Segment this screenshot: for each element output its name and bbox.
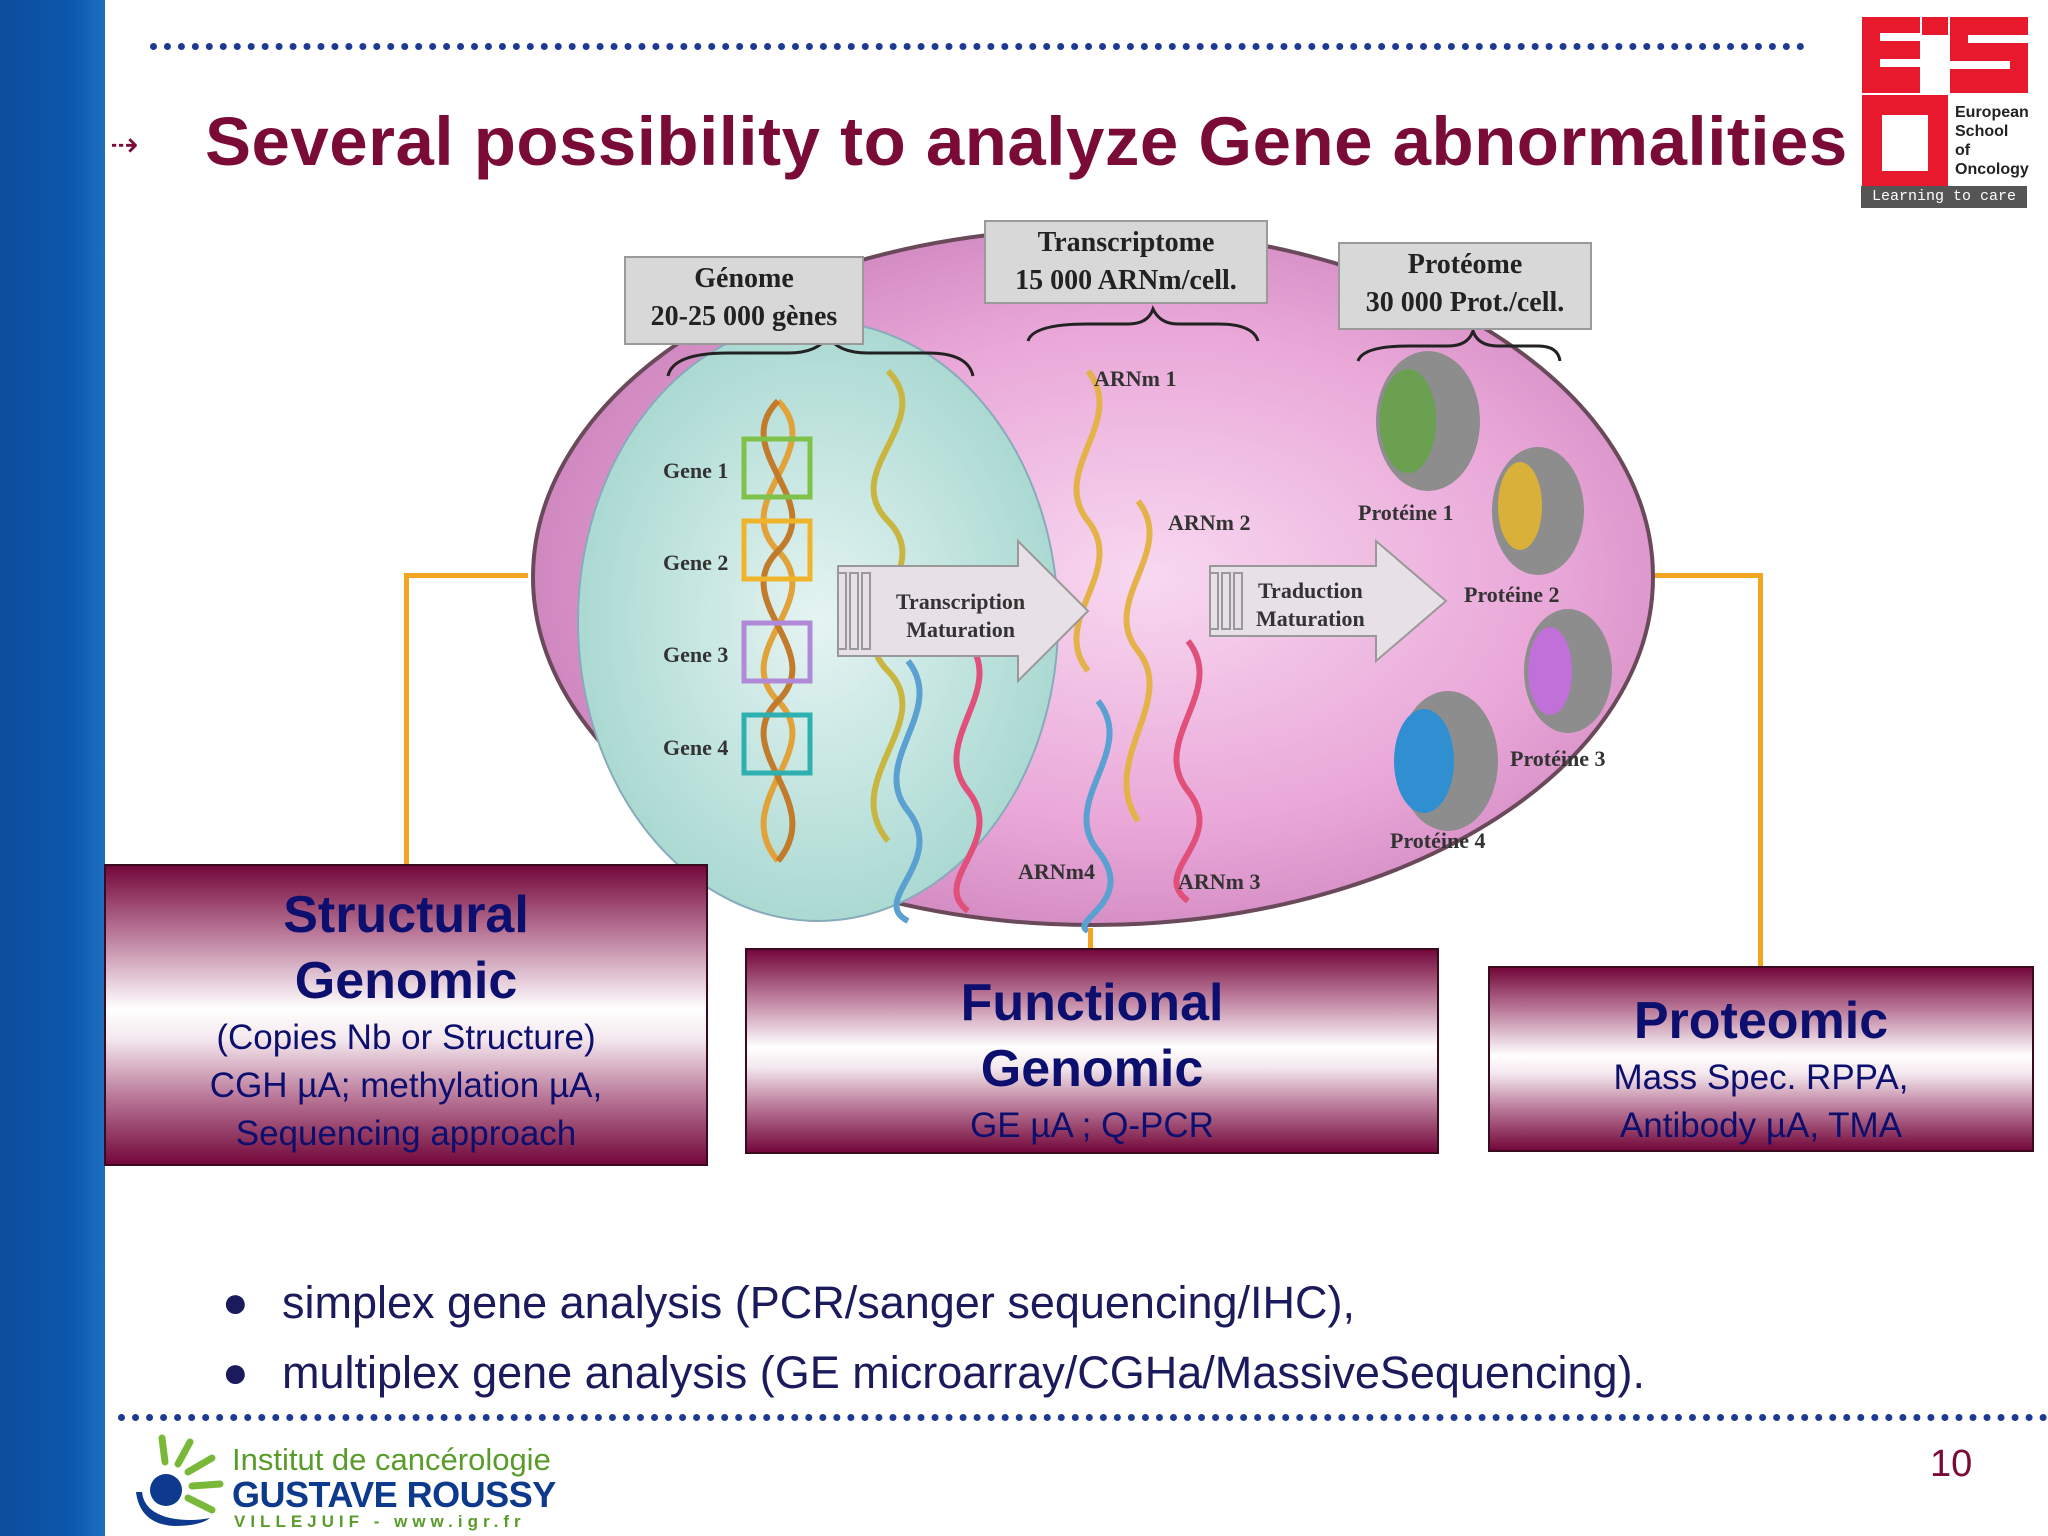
eso-tagline: Learning to care [1861,186,2027,208]
translation-step-line1: Traduction [1258,578,1363,603]
structural-sub-2: CGH µA; methylation µA, [209,1066,603,1105]
genome-label-line2: 20-25 000 gènes [650,301,838,332]
igr-logo-line1: Institut de cancérologie [232,1442,551,1477]
structural-title-1: Structural [283,886,529,944]
bottom-dotted-divider [118,1414,2048,1421]
page-number: 10 [1930,1443,1973,1485]
bullet-dot: ● [222,1278,249,1327]
functional-title-2: Genomic [980,1040,1204,1098]
eso-line-school: School [1955,123,2009,140]
translation-step-label: Traduction Maturation [1256,577,1365,633]
proteome-label-line2: 30 000 Prot./cell. [1365,287,1565,318]
structural-title-2: Genomic [294,952,518,1010]
connector-proteomic-h [1655,573,1763,578]
translation-step-line2: Maturation [1256,606,1365,631]
mrna-label-2: ARNm 2 [1168,510,1251,535]
top-dotted-divider [150,43,1805,50]
protein-label-4: Protéine 4 [1390,828,1486,853]
gene-label-1: Gene 1 [663,458,729,483]
genome-label-box: Génome 20-25 000 gènes [624,256,864,345]
protein-label-2: Protéine 2 [1464,582,1560,607]
gene-label-2: Gene 2 [663,550,729,575]
eso-line-oncology: Oncology [1955,161,2029,178]
bullet-item: ● simplex gene analysis (PCR/sanger seque… [210,1268,1645,1338]
proteomic-sub-1: Mass Spec. RPPA, [1613,1058,1909,1097]
cell-illustration [531,227,1655,933]
bullet-dot: ● [222,1348,249,1397]
connector-structural-h [404,573,528,578]
transcriptome-label-line1: Transcriptome [1037,227,1215,258]
gustave-roussy-logo-icon [136,1434,224,1526]
bullet-text-2: multiplex gene analysis (GE microarray/C… [282,1347,1646,1398]
left-blue-bar [0,0,105,1536]
transcription-step-line1: Transcription [896,589,1026,614]
functional-genomic-box: Functional Genomic GE µA ; Q-PCR [745,948,1439,1154]
proteomic-sub-2: Antibody µA, TMA [1619,1106,1903,1145]
dashed-arrow-icon: ⇢ [110,126,139,164]
proteome-label-box: Protéome 30 000 Prot./cell. [1338,242,1592,330]
transcription-step-line2: Maturation [906,617,1015,642]
bullet-list: ● simplex gene analysis (PCR/sanger seque… [210,1268,1645,1408]
structural-genomic-box: Structural Genomic (Copies Nb or Structu… [104,864,708,1166]
structural-sub-1: (Copies Nb or Structure) [216,1018,596,1057]
mrna-label-4: ARNm4 [1018,859,1095,884]
igr-logo-line2: GUSTAVE ROUSSY [232,1474,556,1515]
structural-sub-3: Sequencing approach [235,1114,577,1153]
genome-label-line1: Génome [694,263,794,294]
mrna-label-3: ARNm 3 [1178,869,1261,894]
transcription-step-label: Transcription Maturation [896,588,1025,644]
gene-label-4: Gene 4 [663,735,729,760]
eso-line-of: of [1955,142,1971,159]
connector-proteomic-v [1758,573,1763,967]
gene-label-3: Gene 3 [663,642,729,667]
protein-label-3: Protéine 3 [1510,746,1606,771]
slide-title: Several possibility to analyze Gene abno… [205,103,1848,180]
transcriptome-label-box: Transcriptome 15 000 ARNm/cell. [984,220,1268,304]
functional-title-1: Functional [960,974,1224,1032]
eso-logo [1862,17,2028,191]
connector-functional-v [1088,928,1093,950]
bullet-item: ● multiplex gene analysis (GE microarray/… [210,1338,1645,1408]
proteome-label-line1: Protéome [1407,249,1523,280]
eso-line-european: European [1955,104,2029,121]
eso-logo-text: European School of Oncology [1955,103,2029,179]
igr-logo-line3: VILLEJUIF - www.igr.fr [234,1512,526,1531]
protein-label-1: Protéine 1 [1358,500,1454,525]
transcriptome-label-line2: 15 000 ARNm/cell. [1015,265,1237,296]
mrna-label-1: ARNm 1 [1094,366,1177,391]
functional-sub-1: GE µA ; Q-PCR [970,1106,1214,1145]
connector-structural-v [404,573,409,865]
bullet-text-1: simplex gene analysis (PCR/sanger sequen… [282,1277,1355,1328]
proteomic-title: Proteomic [1633,992,1889,1050]
proteomic-box: Proteomic Mass Spec. RPPA, Antibody µA, … [1488,966,2034,1152]
